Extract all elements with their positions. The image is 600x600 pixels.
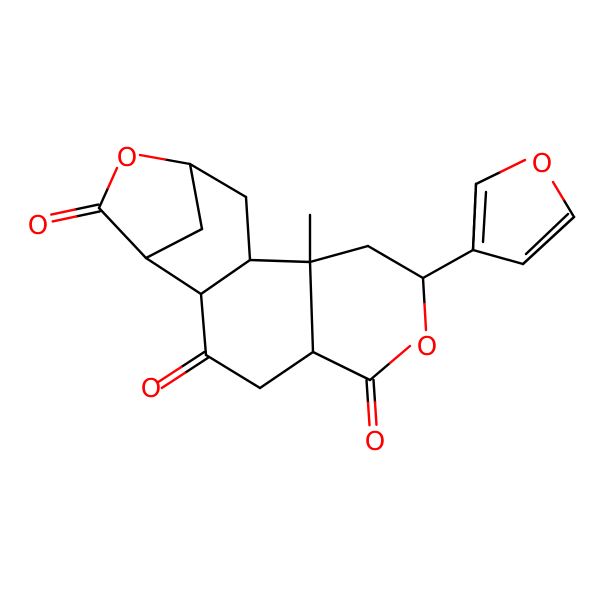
bond-oxygen-half <box>423 302 428 332</box>
bond-carbon-half <box>163 158 192 166</box>
single-bond <box>366 244 425 280</box>
atom-O_ring_top: O <box>117 143 137 173</box>
bond-carbon-half <box>474 170 502 186</box>
bond-carbon-half <box>421 276 426 306</box>
single-bond <box>308 260 315 354</box>
atom-O_carbonyl_left: O <box>28 211 48 241</box>
double-bond <box>51 215 78 223</box>
single-bond <box>199 292 208 357</box>
bond-carbon-half <box>562 198 576 219</box>
single-bond <box>248 258 312 264</box>
oxygen-label: O <box>365 427 385 457</box>
atom-O_ketone: O <box>141 374 161 404</box>
furan-bond <box>471 182 478 252</box>
oxygen-label: O <box>141 374 161 404</box>
double-bond <box>179 350 206 369</box>
bond-oxygen-half <box>388 344 412 365</box>
furan-double-inner <box>481 190 488 244</box>
single-bond <box>199 258 252 296</box>
bond-carbon-half <box>368 361 392 382</box>
single-bond <box>144 227 204 260</box>
bond-oxygen-half <box>499 158 527 174</box>
double-bond <box>183 356 210 375</box>
double-bond <box>73 203 100 211</box>
single-bond <box>144 256 203 296</box>
double-bond <box>365 379 370 404</box>
double-bond <box>75 210 101 218</box>
single-bond <box>188 162 248 199</box>
double-bond <box>366 401 371 427</box>
oxygen-label: O <box>417 332 437 362</box>
single-bond <box>244 195 252 262</box>
bonds-layer <box>50 153 576 427</box>
atom-O_lactone_carbonyl: O <box>365 427 385 457</box>
double-bond <box>373 401 378 426</box>
double-bond <box>372 378 377 404</box>
single-bond <box>308 244 370 264</box>
bond-oxygen-half <box>138 153 167 161</box>
oxygen-label: O <box>532 149 552 179</box>
atom-O_furan: O <box>532 149 552 179</box>
oxygen-label: O <box>28 211 48 241</box>
atom-labels-layer: O O O O O O <box>28 143 552 457</box>
bond-carbon-half <box>97 186 110 210</box>
single-bond <box>311 350 372 382</box>
furan-double-inner <box>524 212 570 256</box>
furan-bond <box>521 215 576 266</box>
oxygen-label: O <box>117 143 137 173</box>
bond-oxygen-half <box>551 180 565 201</box>
single-bond <box>421 248 475 280</box>
single-bond <box>97 206 148 260</box>
single-bond <box>258 350 315 390</box>
single-bond <box>471 248 525 266</box>
double-bond <box>156 365 183 384</box>
bond-oxygen-half <box>106 166 119 190</box>
single-bond <box>188 162 204 231</box>
single-bond <box>204 353 262 390</box>
double-bond <box>50 208 76 216</box>
atom-O_lactone_ring: O <box>417 332 437 362</box>
double-bond <box>160 371 187 390</box>
